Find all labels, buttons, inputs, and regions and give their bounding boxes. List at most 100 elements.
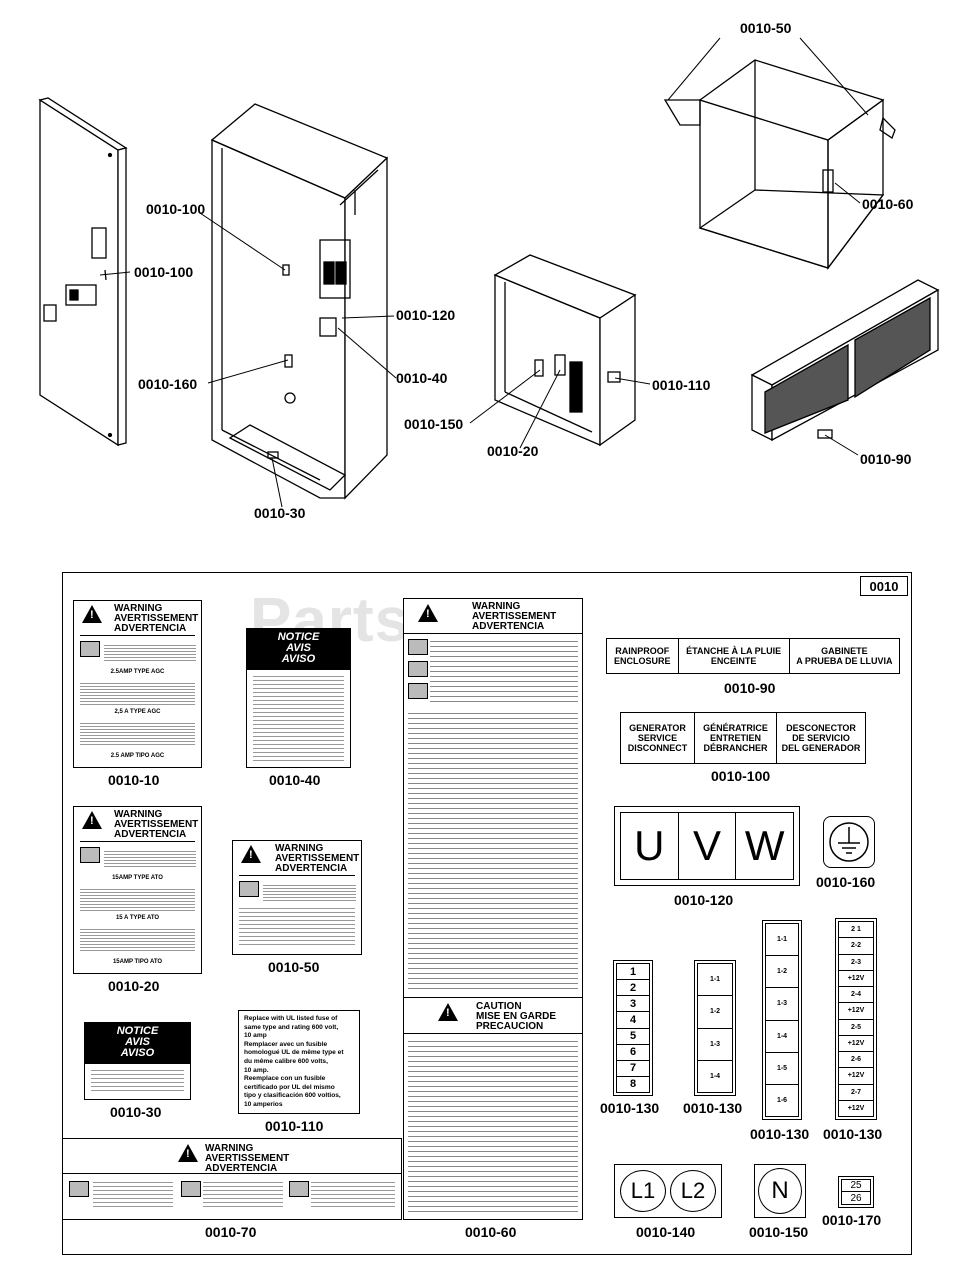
rainproof-en: RAINPROOF ENCLOSURE bbox=[607, 639, 679, 673]
warning-title-es: ADVERTENCIA bbox=[114, 623, 187, 634]
warning-title: WARNING bbox=[205, 1143, 254, 1154]
warning-title-fr: AVERTISSEMENT bbox=[472, 611, 557, 622]
terminal-cell: 1-3 bbox=[765, 988, 799, 1021]
terminal-cell: 2-7 bbox=[838, 1084, 874, 1101]
terminal-cell: 2 bbox=[616, 980, 650, 997]
caption-0010-90: 0010-90 bbox=[724, 680, 776, 696]
line-l1: L1 bbox=[620, 1170, 666, 1212]
rain-hood bbox=[663, 59, 896, 270]
terminal-26: 26 bbox=[841, 1192, 871, 1205]
shock-hazard-icon bbox=[289, 1181, 309, 1197]
decal-0010-50: WARNING AVERTISSEMENT ADVERTENCIA bbox=[232, 840, 362, 955]
callout-0010-40: 0010-40 bbox=[396, 370, 448, 386]
warning-title-fr: AVERTISSEMENT bbox=[114, 819, 199, 830]
caption-0010-170: 0010-170 bbox=[822, 1212, 882, 1228]
callout-0010-50: 0010-50 bbox=[740, 20, 792, 36]
terminal-cell: 1 bbox=[616, 963, 650, 981]
fuse-rating-fr: 15 A TYPE ATO bbox=[115, 915, 160, 921]
caption-0010-130-a: 0010-130 bbox=[600, 1100, 660, 1116]
callout-0010-90: 0010-90 bbox=[860, 451, 912, 467]
main-enclosure bbox=[210, 103, 389, 500]
neutral-n: N bbox=[758, 1168, 802, 1214]
terminal-cell: 1-4 bbox=[765, 1020, 799, 1053]
fuse-rating-es: 15AMP TIPO ATO bbox=[112, 959, 163, 965]
kit-id-box: 0010 bbox=[860, 576, 908, 596]
decal-0010-110: Replace with UL listed fuse of same type… bbox=[238, 1010, 360, 1114]
warning-title: WARNING bbox=[114, 603, 163, 614]
terminal-cell: 4 bbox=[616, 1012, 650, 1029]
warning-title-fr: AVERTISSEMENT bbox=[205, 1153, 290, 1164]
fuse-rating-es: 2.5 AMP TIPO AGC bbox=[110, 753, 165, 759]
decal-0010-20: WARNING AVERTISSEMENT ADVERTENCIA 15AMP … bbox=[73, 806, 202, 974]
terminal-cell: 8 bbox=[616, 1076, 650, 1093]
warning-triangle-icon bbox=[418, 604, 438, 622]
callout-0010-20: 0010-20 bbox=[487, 443, 539, 459]
terminal-cell: 1-5 bbox=[765, 1052, 799, 1085]
warning-title-fr: AVERTISSEMENT bbox=[275, 853, 360, 864]
caption-0010-120: 0010-120 bbox=[674, 892, 734, 908]
decal-0010-160 bbox=[823, 816, 875, 868]
terminal-cell: 2-5 bbox=[838, 1019, 874, 1036]
ground-symbol-icon bbox=[829, 822, 869, 862]
decal-0010-120: U V W bbox=[614, 806, 800, 886]
terminal-cell: 7 bbox=[616, 1060, 650, 1077]
terminal-cell: 2-2 bbox=[838, 938, 874, 955]
warning-title: WARNING bbox=[114, 809, 163, 820]
terminal-cell: 1-2 bbox=[765, 956, 799, 989]
rainproof-fr: ÉTANCHE À LA PLUIE ENCEINTE bbox=[679, 639, 790, 673]
warning-triangle-icon bbox=[82, 811, 102, 829]
disconnect-en: GENERATOR SERVICE DISCONNECT bbox=[621, 713, 695, 763]
caution-triangle-icon bbox=[438, 1003, 458, 1021]
terminal-cell: +12V bbox=[838, 1068, 874, 1085]
shock-hazard-icon bbox=[181, 1181, 201, 1197]
caution-title: CAUTION bbox=[476, 1001, 522, 1012]
decal-0010-30: NOTICE AVIS AVISO bbox=[84, 1022, 191, 1100]
terminal-cell: 2-6 bbox=[838, 1052, 874, 1069]
decal-kit-frame bbox=[62, 572, 912, 1255]
caption-0010-130-d: 0010-130 bbox=[823, 1126, 883, 1142]
warning-title-es: ADVERTENCIA bbox=[205, 1163, 278, 1174]
callout-0010-120: 0010-120 bbox=[396, 307, 456, 323]
decal-0010-100: GENERATOR SERVICE DISCONNECT GÉNÉRATRICE… bbox=[620, 712, 866, 764]
caption-0010-160: 0010-160 bbox=[816, 874, 876, 890]
caption-0010-10: 0010-10 bbox=[108, 772, 160, 788]
decal-0010-40: NOTICE AVIS AVISO bbox=[246, 628, 351, 768]
shock-hazard-icon bbox=[69, 1181, 89, 1197]
callout-0010-150: 0010-150 bbox=[404, 416, 464, 432]
enclosure-door bbox=[38, 97, 128, 447]
callout-0010-60: 0010-60 bbox=[862, 196, 914, 212]
caption-0010-20: 0010-20 bbox=[108, 978, 160, 994]
fire-hazard-icon bbox=[80, 847, 100, 863]
disconnect-es: DESCONECTOR DE SERVICIO DEL GENERADOR bbox=[781, 723, 861, 753]
exploded-view-drawing bbox=[38, 37, 940, 508]
caption-0010-130-b: 0010-130 bbox=[683, 1100, 743, 1116]
decal-0010-70: WARNING AVERTISSEMENT ADVERTENCIA bbox=[62, 1138, 402, 1220]
caption-0010-40: 0010-40 bbox=[269, 772, 321, 788]
phase-u: U bbox=[620, 812, 679, 880]
terminal-cell: 2-3 bbox=[838, 954, 874, 971]
terminal-cell: 2 1 bbox=[838, 921, 874, 939]
rainproof-es: GABINETE A PRUEBA DE LLUVIA bbox=[796, 646, 893, 666]
terminal-cell: 1-3 bbox=[697, 1028, 733, 1061]
line-l2: L2 bbox=[670, 1170, 716, 1212]
phase-v: V bbox=[678, 812, 737, 880]
terminal-25: 25 bbox=[841, 1179, 871, 1192]
caption-0010-140: 0010-140 bbox=[636, 1224, 696, 1240]
fuse-rating-fr: 2,5 A TYPE AGC bbox=[114, 709, 161, 715]
notice-banner: NOTICE AVIS AVISO bbox=[247, 629, 350, 670]
caption-0010-130-c: 0010-130 bbox=[750, 1126, 810, 1142]
notice-banner: NOTICE AVIS AVISO bbox=[85, 1023, 190, 1064]
decal-0010-150: N bbox=[754, 1164, 806, 1218]
fire-hazard-icon bbox=[80, 641, 100, 657]
terminal-cell: 1-1 bbox=[765, 923, 799, 957]
phase-w: W bbox=[736, 812, 795, 880]
terminal-cell: +12V bbox=[838, 1100, 874, 1117]
caption-0010-50: 0010-50 bbox=[268, 959, 320, 975]
terminal-cell: 1-2 bbox=[697, 996, 733, 1029]
warning-title: WARNING bbox=[275, 843, 324, 854]
disconnect-fr: GÉNÉRATRICE ENTRETIEN DÉBRANCHER bbox=[695, 713, 777, 763]
terminal-cell: 1-6 bbox=[765, 1084, 799, 1118]
caution-title-fr: MISE EN GARDE bbox=[476, 1011, 557, 1022]
